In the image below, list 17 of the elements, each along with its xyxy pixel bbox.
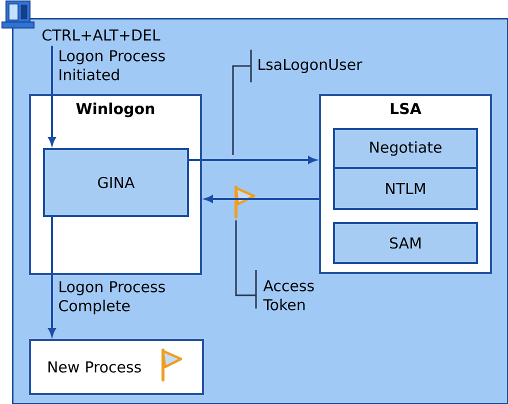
- edge-label: Logon Process Complete: [59, 281, 165, 314]
- leader-line: [232, 48, 252, 156]
- arrow: [48, 46, 56, 146]
- arrow: [48, 217, 56, 336]
- arrow: [189, 156, 316, 164]
- edge-label: Logon Process Initiated: [60, 50, 165, 80]
- module-box: GINA: [43, 148, 189, 217]
- arrow: [204, 195, 319, 203]
- text-label: CTRL+ALT+DEL: [42, 29, 160, 41]
- module-box: SAM: [333, 222, 478, 264]
- module-box: NTLM: [333, 167, 478, 210]
- process-box: New Process: [29, 339, 204, 395]
- callout-label: LsaLogonUser: [258, 58, 362, 74]
- callout-label: Access Token: [263, 280, 314, 310]
- flag-icon: [234, 186, 256, 218]
- module-box: Negotiate: [333, 128, 478, 169]
- leader-line: [235, 220, 257, 310]
